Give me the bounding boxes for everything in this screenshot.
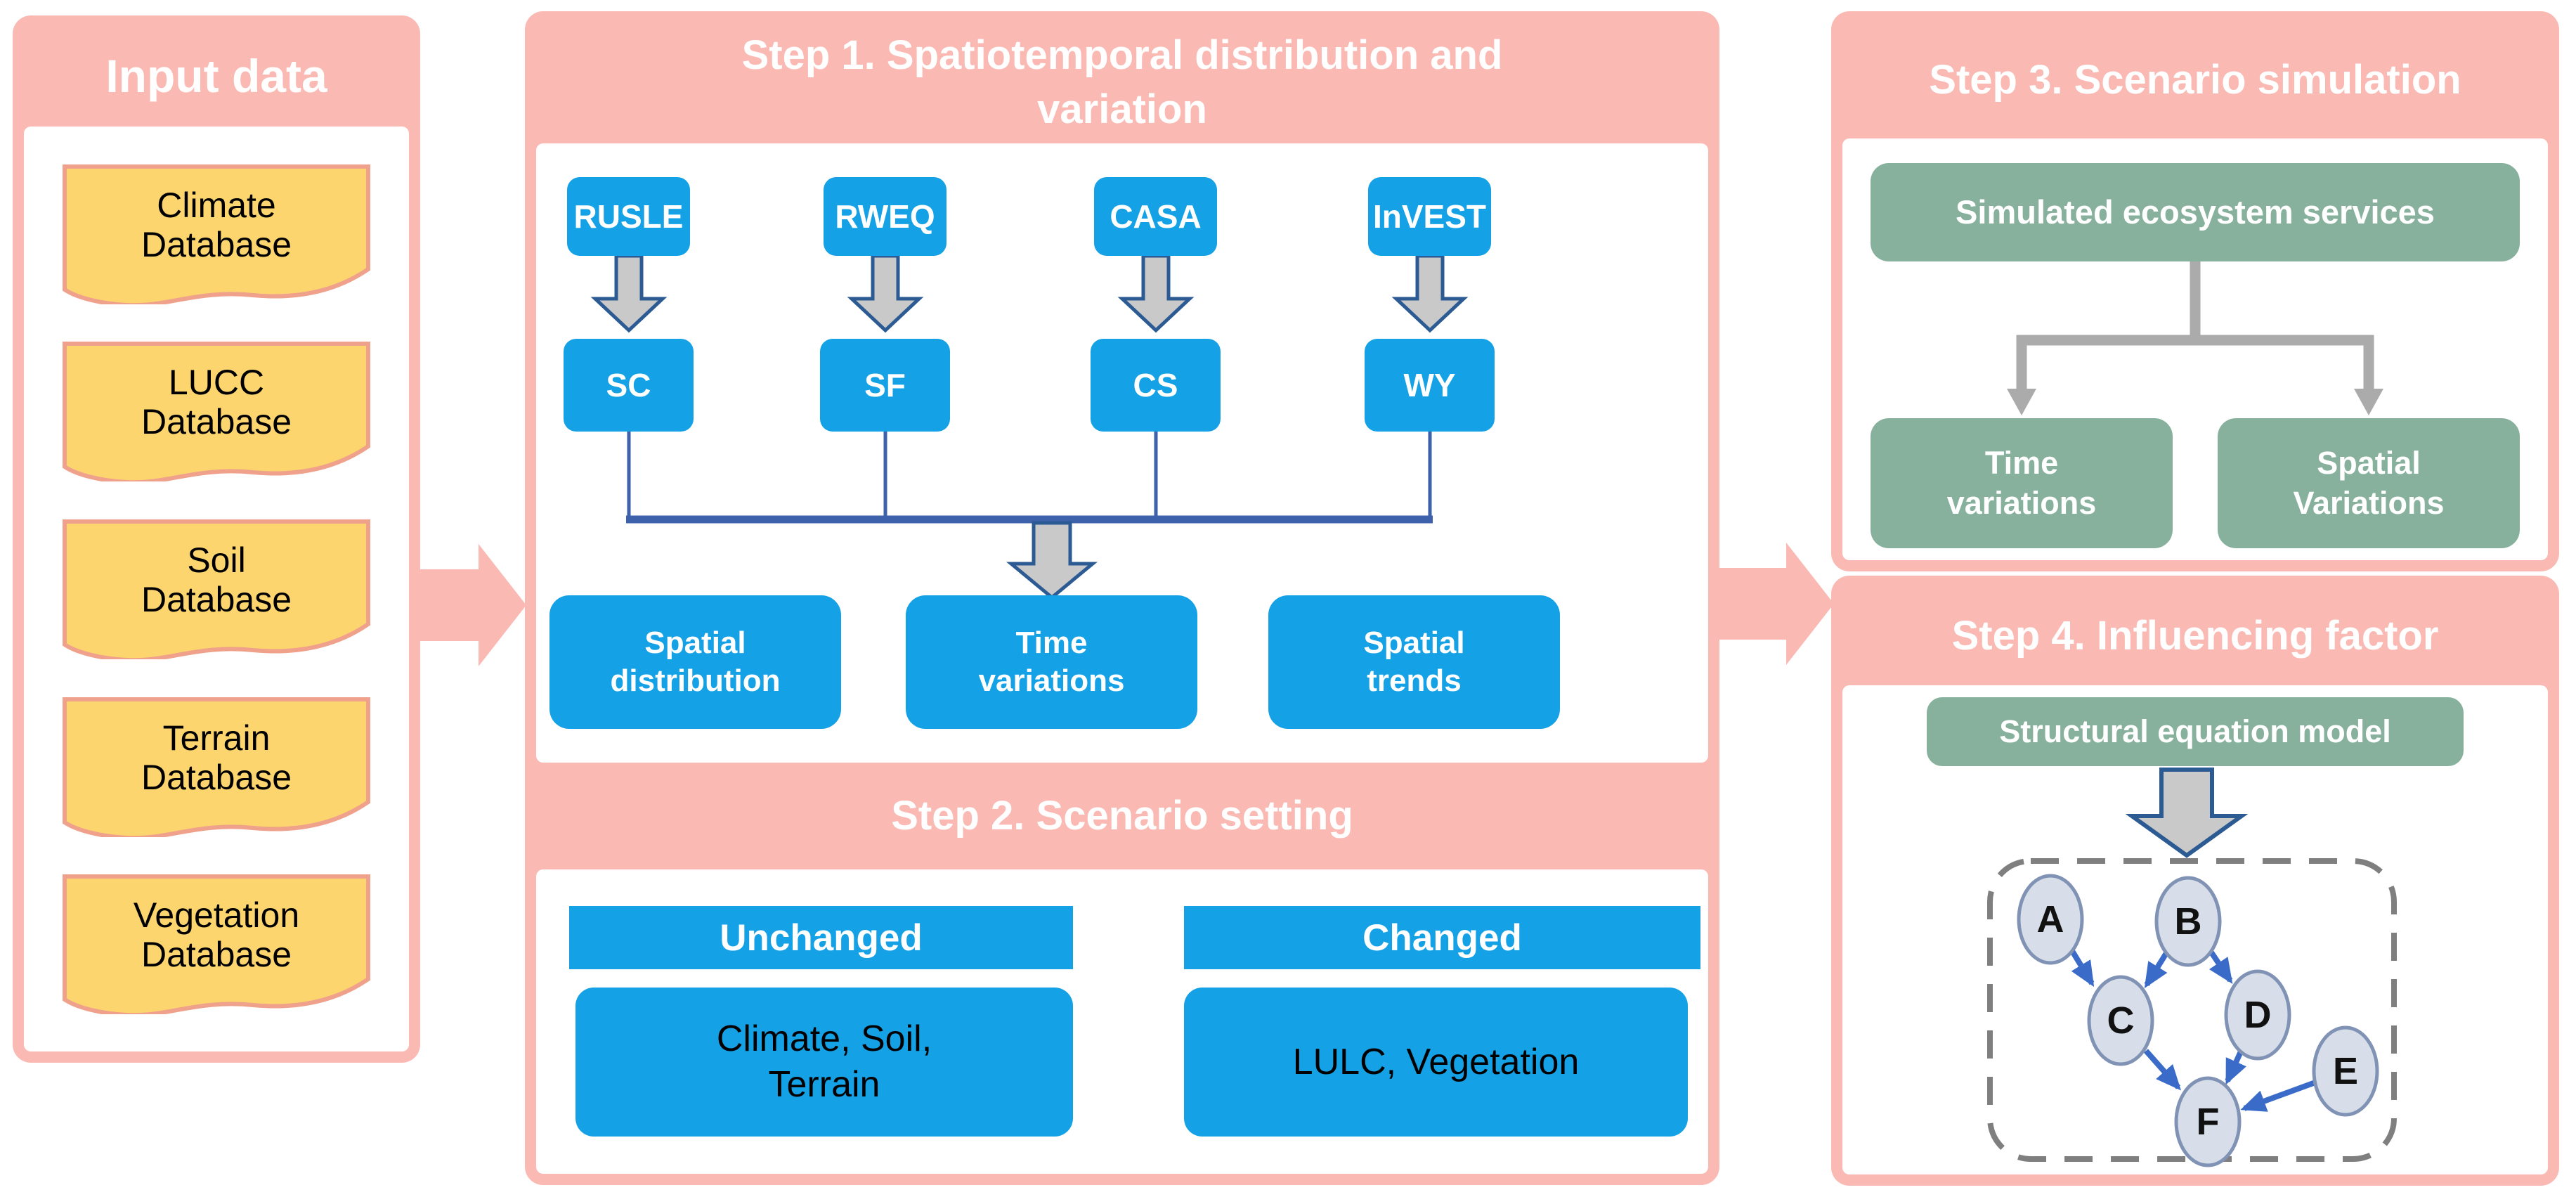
sem-edge-A-C xyxy=(2069,949,2095,988)
svg-text:F: F xyxy=(2197,1101,2220,1143)
down-arrow-icon xyxy=(1117,254,1195,333)
simulated-ecosystem-services-box: Simulated ecosystem services xyxy=(1871,163,2520,261)
sem-edge-D-F xyxy=(2225,1050,2246,1085)
sem-node-E: E xyxy=(2312,1025,2379,1117)
down-arrow-icon xyxy=(2125,768,2249,858)
step3-panel: Step 3. Scenario simulation Simulated ec… xyxy=(1831,11,2559,571)
database-label-line: Database xyxy=(141,224,292,264)
structural-equation-model-box: Structural equation model xyxy=(1927,697,2464,766)
document-shape-icon xyxy=(63,519,370,659)
database-label-line: LUCC xyxy=(168,363,265,403)
step3-connectors xyxy=(2007,261,2383,415)
sem-edge-B-C xyxy=(2144,951,2169,989)
step4-panel: Step 4. Influencing factor Structural eq… xyxy=(1831,576,2559,1186)
step2-title: Step 2. Scenario setting xyxy=(891,792,1353,839)
sem-edge-C-F xyxy=(2144,1049,2181,1091)
database-label-line: Database xyxy=(141,935,292,975)
database-label-line: Soil xyxy=(187,540,246,580)
input-data-panel: Input data Climate Database LUCC Databas… xyxy=(13,15,420,1063)
step1-header: Step 1. Spatiotemporal distribution and … xyxy=(536,22,1708,143)
document-shape-icon xyxy=(63,164,370,304)
svg-text:D: D xyxy=(2244,994,2272,1036)
simulation-output-spatial-variations: Spatial Variations xyxy=(2218,418,2520,548)
service-box-sc: SC xyxy=(564,339,694,432)
down-arrow-icon xyxy=(590,254,668,333)
database-label-line: Database xyxy=(141,579,292,619)
input-data-body: Climate Database LUCC Database Soil xyxy=(24,127,409,1051)
flow-arrow-step2-to-step3-icon xyxy=(1717,543,1834,665)
service-box-sf: SF xyxy=(820,339,950,432)
step3-header: Step 3. Scenario simulation xyxy=(1842,22,2548,138)
svg-text:E: E xyxy=(2333,1050,2358,1092)
category-box-changed: Changed xyxy=(1184,906,1700,969)
model-box-rusle: RUSLE xyxy=(567,177,690,256)
database-item-vegetation: Vegetation Database xyxy=(62,874,371,1015)
sem-node-B: B xyxy=(2154,876,2222,967)
step1-body: RUSLE RWEQ CASA InVEST SC SF CS WY Spati… xyxy=(536,143,1708,763)
svg-text:B: B xyxy=(2175,900,2202,943)
database-label-line: Vegetation xyxy=(133,895,300,936)
document-shape-icon xyxy=(63,342,370,482)
service-box-wy: WY xyxy=(1365,339,1495,432)
sem-node-F: F xyxy=(2174,1076,2242,1167)
down-arrowhead-icon xyxy=(2007,389,2036,415)
step3-title: Step 3. Scenario simulation xyxy=(1929,57,2461,103)
step1-step2-panel: Step 1. Spatiotemporal distribution and … xyxy=(525,11,1719,1185)
flow-arrow-input-to-step1-icon xyxy=(410,544,526,666)
sem-dashed-boundary xyxy=(1987,858,2397,1162)
output-box-spatial-trends: Spatial trends xyxy=(1268,595,1560,729)
down-arrow-icon xyxy=(1006,521,1098,600)
down-arrow-icon xyxy=(847,254,924,333)
step4-title: Step 4. Influencing factor xyxy=(1951,612,2439,659)
model-box-casa: CASA xyxy=(1094,177,1217,256)
input-data-title-text: Input data xyxy=(105,50,327,103)
database-item-climate: Climate Database xyxy=(62,164,371,304)
down-arrow-icon xyxy=(1391,254,1469,333)
database-item-soil: Soil Database xyxy=(62,519,371,659)
document-shape-icon xyxy=(63,874,370,1015)
database-item-terrain: Terrain Database xyxy=(62,697,371,837)
document-shape-icon xyxy=(63,697,370,837)
scenario-box-unchanged-items: Climate, Soil, Terrain xyxy=(575,988,1073,1137)
sem-node-A: A xyxy=(2017,874,2084,965)
database-label-line: Climate xyxy=(157,185,276,225)
sem-diagram: A B C D E xyxy=(1987,768,2397,1167)
category-box-unchanged: Unchanged xyxy=(569,906,1073,969)
svg-text:A: A xyxy=(2037,898,2064,940)
down-arrowhead-icon xyxy=(2354,389,2383,415)
database-label-line: Terrain xyxy=(162,718,271,758)
service-box-cs: CS xyxy=(1091,339,1221,432)
database-label-line: Database xyxy=(141,402,292,442)
step4-body: Structural equation model xyxy=(1842,685,2548,1174)
step2-body: Unchanged Changed Climate, Soil, Terrain… xyxy=(536,869,1708,1174)
scenario-box-changed-items: LULC, Vegetation xyxy=(1184,988,1688,1137)
output-box-spatial-distribution: Spatial distribution xyxy=(549,595,841,729)
model-box-rweq: RWEQ xyxy=(824,177,947,256)
step1-title-line1: Step 1. Spatiotemporal distribution and xyxy=(741,32,1503,79)
sem-node-C: C xyxy=(2087,975,2154,1066)
sem-node-D: D xyxy=(2224,969,2291,1061)
database-label-line: Database xyxy=(141,757,292,797)
step1-title-line2: variation xyxy=(1037,86,1207,132)
step1-connectors xyxy=(590,254,1469,600)
input-data-title: Input data xyxy=(24,27,409,127)
simulation-output-time-variations: Time variations xyxy=(1871,418,2173,548)
output-box-time-variations: Time variations xyxy=(906,595,1197,729)
sem-edge-E-F xyxy=(2240,1080,2317,1112)
step2-header: Step 2. Scenario setting xyxy=(536,763,1708,869)
sem-edge-B-D xyxy=(2209,950,2233,984)
model-box-invest: InVEST xyxy=(1368,177,1491,256)
step4-header: Step 4. Influencing factor xyxy=(1842,587,2548,685)
svg-text:C: C xyxy=(2107,999,2135,1042)
database-item-lucc: LUCC Database xyxy=(62,341,371,482)
step3-body: Simulated ecosystem services Time variat… xyxy=(1842,138,2548,560)
